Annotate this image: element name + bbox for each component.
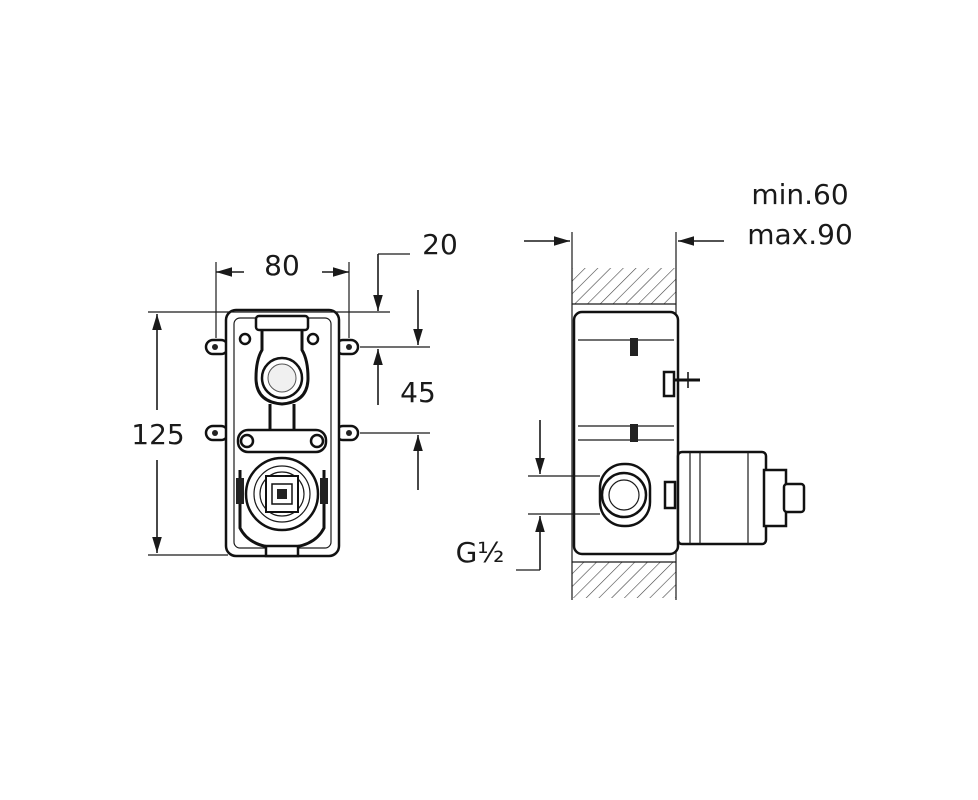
front-view: 80 20 125 45 xyxy=(131,228,458,558)
thread-label: G½ xyxy=(456,536,505,569)
offset-dimension xyxy=(148,253,410,313)
mounting-ears xyxy=(204,338,360,442)
side-view: min.60 max.90 G½ xyxy=(456,178,853,600)
cross-bar xyxy=(236,404,328,454)
height-label: 125 xyxy=(131,418,184,451)
offset-label: 20 xyxy=(422,228,458,261)
thread-dimension xyxy=(516,420,600,571)
wall-hatch-bottom xyxy=(572,562,676,598)
valve-housing xyxy=(236,456,328,558)
bracket-spacing-label: 45 xyxy=(400,376,436,409)
upper-channel xyxy=(238,314,320,406)
inlet-port xyxy=(598,462,677,528)
min-depth-label: min.60 xyxy=(751,178,848,211)
width-label: 80 xyxy=(264,249,300,282)
width-dimension xyxy=(215,262,350,338)
cartridge xyxy=(676,450,806,546)
max-depth-label: max.90 xyxy=(747,218,853,251)
wall-hatch-top xyxy=(572,268,676,304)
bracket-spacing-dimension xyxy=(360,290,430,490)
height-dimension xyxy=(148,314,228,556)
